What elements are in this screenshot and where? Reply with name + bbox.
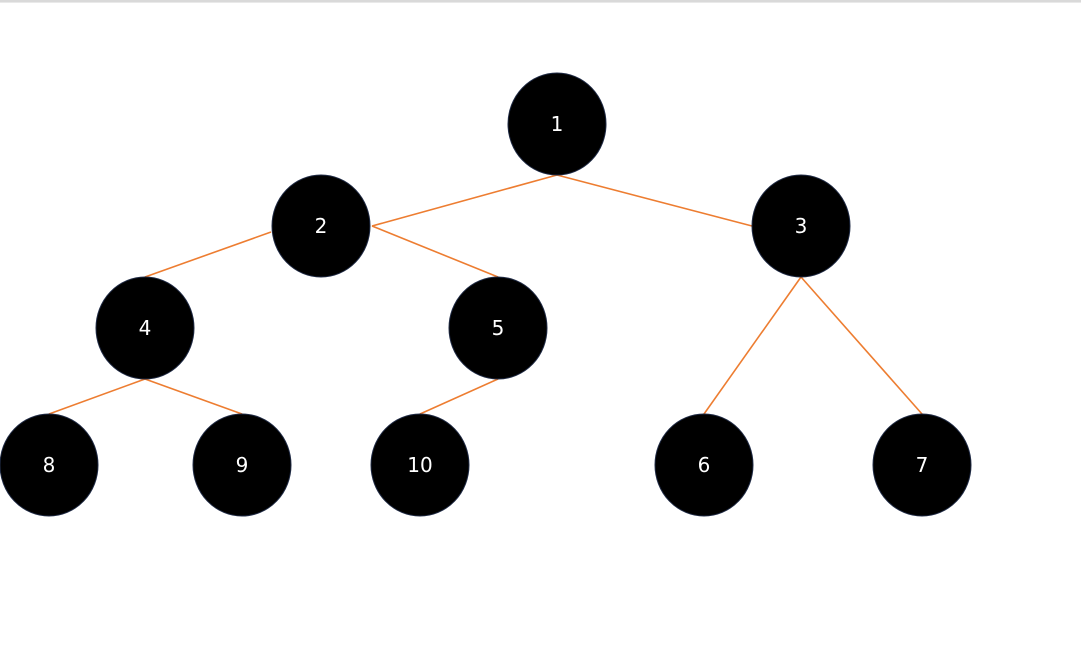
node-label-2: 2 <box>315 214 328 238</box>
edge-4-9 <box>144 378 243 415</box>
edge-3-7 <box>800 276 923 415</box>
node-label-8: 8 <box>43 453 56 477</box>
edge-5-10 <box>419 378 499 415</box>
edge-3-6 <box>703 276 802 415</box>
tree-node-9: 9 <box>192 413 292 517</box>
edge-2-5 <box>371 225 499 278</box>
tree-node-6: 6 <box>654 413 754 517</box>
tree-node-8: 8 <box>0 413 99 517</box>
node-circle-5 <box>448 276 548 380</box>
tree-node-5: 5 <box>448 276 548 380</box>
node-label-9: 9 <box>236 453 249 477</box>
tree-node-10: 10 <box>370 413 470 517</box>
nodes-layer: 1 2 3 4 5 6 7 8 9 10 <box>0 72 972 517</box>
node-label-6: 6 <box>698 453 711 477</box>
node-label-10: 10 <box>407 453 432 477</box>
tree-node-1: 1 <box>507 72 607 176</box>
node-label-3: 3 <box>795 214 808 238</box>
edge-1-2 <box>371 174 558 227</box>
edge-1-3 <box>556 174 753 227</box>
node-circle-6 <box>654 413 754 517</box>
edge-4-8 <box>48 378 146 415</box>
node-circle-4 <box>95 276 195 380</box>
tree-node-2: 2 <box>271 174 371 278</box>
node-label-1: 1 <box>551 112 564 136</box>
node-circle-8 <box>0 413 99 517</box>
node-circle-9 <box>192 413 292 517</box>
edge-2-4 <box>144 231 272 278</box>
node-circle-10 <box>370 413 470 517</box>
node-circle-3 <box>751 174 851 278</box>
node-label-4: 4 <box>139 316 152 340</box>
top-border <box>0 0 1081 3</box>
tree-node-3: 3 <box>751 174 851 278</box>
node-label-5: 5 <box>492 316 505 340</box>
node-circle-1 <box>507 72 607 176</box>
node-circle-7 <box>872 413 972 517</box>
node-label-7: 7 <box>916 453 929 477</box>
node-circle-2 <box>271 174 371 278</box>
tree-node-4: 4 <box>95 276 195 380</box>
tree-node-7: 7 <box>872 413 972 517</box>
edges-layer <box>48 174 923 415</box>
